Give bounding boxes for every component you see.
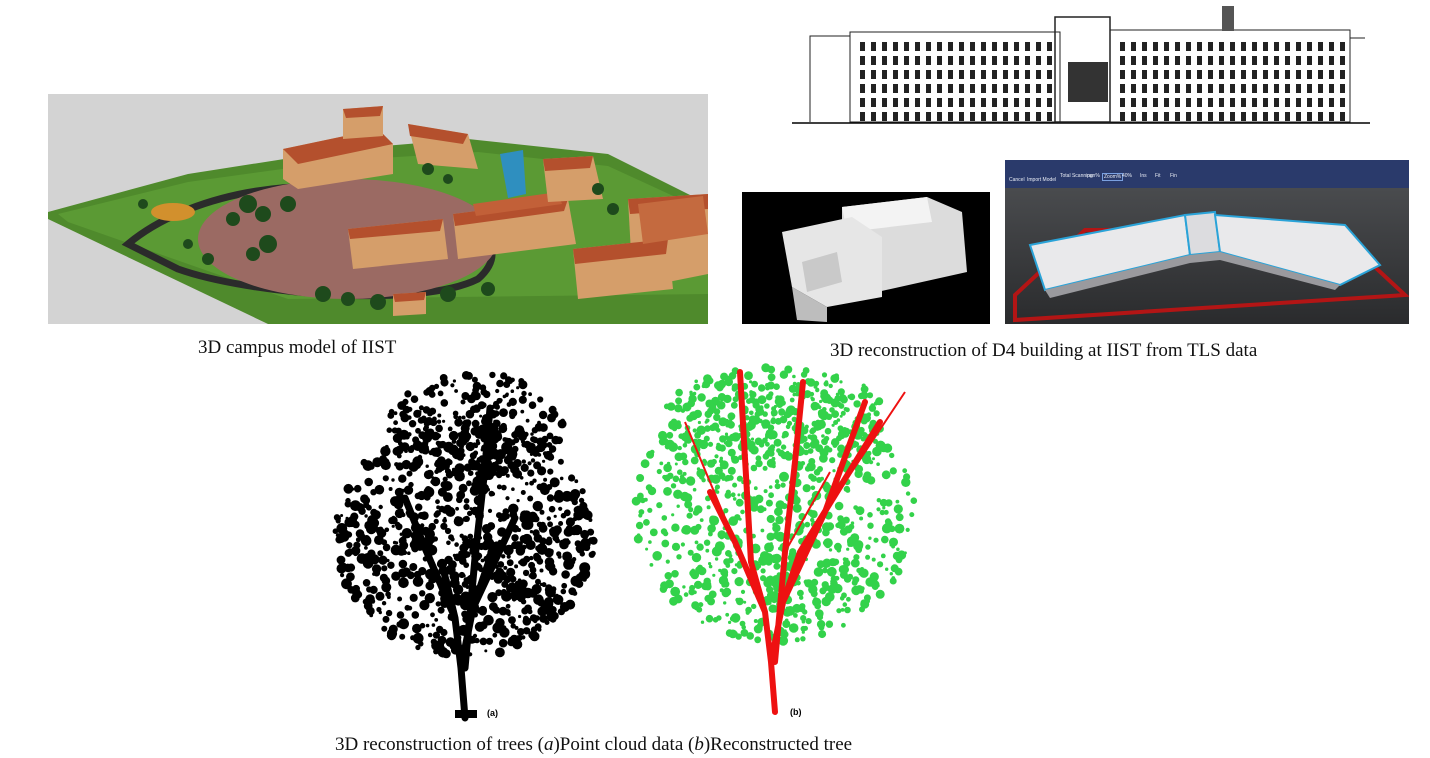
trees-caption-a: a — [543, 734, 554, 755]
trees-caption-mid: )Point cloud data ( — [553, 734, 695, 755]
toolbar-zoom[interactable]: Zoom% — [1102, 173, 1124, 181]
building-elevation-image — [790, 2, 1370, 126]
toolbar-fit[interactable]: Fit — [1155, 173, 1161, 179]
tree-a-label: (a) — [487, 708, 498, 718]
toolbar-percent[interactable]: 40% — [1122, 173, 1133, 179]
toolbar-import-model[interactable]: Import Model — [1027, 177, 1057, 183]
building-render-black — [742, 192, 990, 324]
toolbar-fin[interactable]: Fin — [1170, 173, 1177, 179]
toolbar-ins[interactable]: Ins — [1140, 173, 1147, 179]
campus-caption: 3D campus model of IIST — [198, 337, 397, 358]
toolbar-pan[interactable]: pan% — [1087, 173, 1100, 179]
trees-caption: 3D reconstruction of trees (a)Point clou… — [335, 734, 852, 756]
campus-model-image — [48, 94, 708, 324]
tree-b-label: (b) — [790, 707, 802, 717]
building-caption: 3D reconstruction of D4 building at IIST… — [830, 340, 1258, 361]
trees-caption-suffix: )Reconstructed tree — [703, 734, 853, 755]
trees-caption-b: b — [694, 734, 704, 755]
toolbar-total-scanning[interactable]: Total Scanning — [1060, 173, 1093, 179]
tree-reconstructed-image: (b) — [625, 362, 930, 722]
toolbar-cancel[interactable]: Cancel — [1009, 177, 1025, 183]
tls-toolbar: Cancel Import Model Total Scanning pan% … — [1005, 160, 1409, 188]
tls-software-window — [1005, 160, 1409, 324]
tree-point-cloud-image: (a) — [325, 368, 610, 723]
trees-caption-prefix: 3D reconstruction of trees ( — [335, 734, 544, 755]
